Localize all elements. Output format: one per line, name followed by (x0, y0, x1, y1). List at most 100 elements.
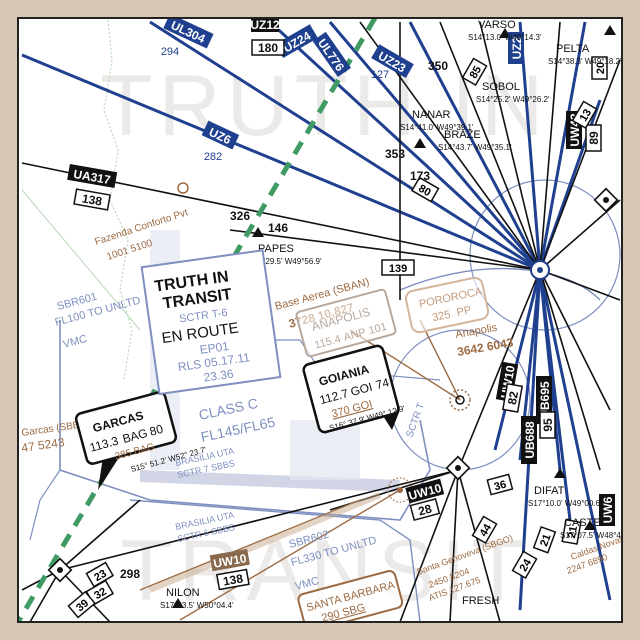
airway-uw6[interactable]: UW6 (599, 494, 615, 526)
brown-band (148, 492, 382, 593)
sector-arc (399, 267, 601, 301)
mea-box: 139 (381, 259, 415, 276)
fix-sobol-name: SOBOL (482, 81, 520, 93)
south-vor-symbol (445, 455, 471, 481)
svg-text:21: 21 (538, 533, 553, 549)
svg-text:139: 139 (389, 263, 407, 275)
airway-uw10-center-mea: 28 (409, 497, 441, 522)
fix-nanar-triangle (414, 138, 426, 148)
stamp-sub-3: EP01 (199, 339, 230, 357)
fix-difat-triangle (554, 468, 566, 478)
fix-fresh-name: FRESH (462, 595, 499, 607)
navaid-goiania-ident: GOI (349, 380, 374, 399)
fix-papes-triangle (252, 227, 264, 237)
navaid-anapolis-box[interactable]: ANAPOLIS 115.4 ANP 101 (295, 288, 397, 358)
svg-text:UB688: UB688 (523, 421, 537, 459)
fir-boundary-dashed (18, 18, 378, 622)
mea-box: 85 (461, 57, 488, 87)
svg-text:21: 21 (566, 525, 580, 539)
navaid-pororoca-freq: 325 (431, 309, 451, 325)
airway-uz2[interactable]: UZ2 (508, 32, 524, 64)
svg-text:36: 36 (493, 479, 508, 494)
fix-caste-coords: S17°07.5' W48°42.2' (560, 531, 634, 540)
navaid-pororoca-box[interactable]: POROROCA 325 PP (404, 276, 490, 334)
mea-box: 39 (67, 590, 96, 619)
airspace-boundary-west (29, 469, 61, 541)
airway-ua317[interactable]: UA317 (67, 163, 118, 189)
svg-text:138: 138 (222, 571, 244, 588)
navaid-garcas-ident: BAG (121, 426, 149, 446)
faint-line (21, 189, 141, 331)
east-vor-symbol (593, 187, 619, 213)
fix-nanar-coords: S14°41.0' W49°39.1' (400, 123, 474, 132)
mea-box: 32 (85, 579, 115, 606)
airport-fazenda-symbol (177, 182, 189, 194)
fix-caste-name: CASTE (564, 517, 601, 529)
navaid-goiania-ch: 74 (374, 375, 391, 392)
navaid-anapolis-ch: 101 (367, 321, 388, 337)
mea-box: 36 (486, 473, 514, 496)
mea-box: 80 (410, 176, 440, 203)
svg-text:UW10: UW10 (212, 551, 248, 571)
mea-box: 20 (591, 56, 608, 80)
svg-text:82: 82 (505, 390, 521, 406)
fix-pelta-coords: S14°38.3' W49°18.2' (548, 57, 622, 66)
fix-distances: 326 146 353 350 173 298 (120, 59, 448, 581)
distance-353: 353 (385, 147, 405, 161)
svg-text:UB695: UB695 (538, 381, 552, 419)
airspace-boundary (59, 320, 431, 521)
distance-146: 146 (268, 221, 288, 235)
faint-boundary-line (103, 19, 133, 381)
fix-varso-name: VARSO (478, 19, 516, 31)
airway-uw10-east-mea: 82 (501, 382, 524, 413)
fix-pelta-name: PELTA (556, 43, 590, 55)
navaid-anapolis-ident: ANP (342, 326, 367, 343)
fix-difat-name: DIFAT (534, 485, 565, 497)
svg-text:138: 138 (81, 191, 103, 208)
airport-garcas-info: 47 5243 (20, 435, 65, 455)
svg-text:80: 80 (416, 183, 433, 200)
fix-braze-coords: S14°43.7' W49°35.1' (438, 143, 512, 152)
distance-326: 326 (230, 209, 250, 223)
fix-nanar-name: NANAR (412, 109, 451, 121)
fix-nilon-name: NILON (166, 587, 200, 599)
mea-boxes: 139 80 85 20 21 44 36 21 24 23 32 39 13 (67, 56, 608, 619)
blue-airways (21, 20, 612, 611)
airway-uz12-mea: 180 (251, 39, 285, 56)
svg-text:32: 32 (92, 586, 109, 603)
airway-uz12[interactable]: UZ12 (250, 16, 280, 32)
navaid-pororoca-ident: PP (456, 304, 473, 319)
airway-uw10-south-mea: 138 (215, 568, 250, 591)
svg-text:95: 95 (541, 418, 555, 432)
fix-papes-coords: S14°29.5' W49°56.9' (248, 257, 322, 266)
fix-sobol-coords: S14°25.2' W49°26.2' (476, 95, 550, 104)
truth-in-transit-stamp: TRUTH IN TRANSIT SCTR T-6 EN ROUTE EP01 … (140, 249, 282, 396)
airway-uw10-south[interactable]: UW10 (209, 548, 250, 572)
mea-box: 24 (511, 550, 538, 580)
fix-varso-coords: S14°13.0' W49°14.3' (468, 33, 542, 42)
airway-labels: UL304 294 UZ6 282 UA317 138 UZ23 127 (67, 16, 615, 591)
airway-ub688[interactable]: UB688 (521, 416, 537, 464)
fix-pelta-triangle (604, 25, 616, 35)
svg-text:13: 13 (578, 107, 595, 124)
airway-ua317-mea: 138 (73, 188, 111, 211)
svg-text:23: 23 (92, 568, 109, 585)
mea-box: 21 (561, 518, 582, 545)
fix-difat-coords: S17°10.0' W49°00.6' (528, 499, 602, 508)
airway-uw43-mea: 89 (585, 124, 602, 152)
svg-text:UW6: UW6 (601, 496, 615, 523)
stamp-sub-5: 23.36 (203, 367, 235, 385)
distance-173: 173 (410, 169, 430, 183)
svg-text:28: 28 (417, 501, 434, 518)
distance-350: 350 (428, 59, 448, 73)
fix-papes-name: PAPES (258, 243, 294, 255)
svg-text:89: 89 (587, 131, 601, 145)
airway-ul304-mea: 294 (161, 46, 179, 58)
hatched-area (290, 420, 360, 480)
svg-text:20: 20 (595, 62, 607, 74)
svg-text:UA317: UA317 (72, 167, 112, 187)
vor-center-symbol (530, 260, 550, 280)
chart-frame-border (17, 17, 623, 623)
